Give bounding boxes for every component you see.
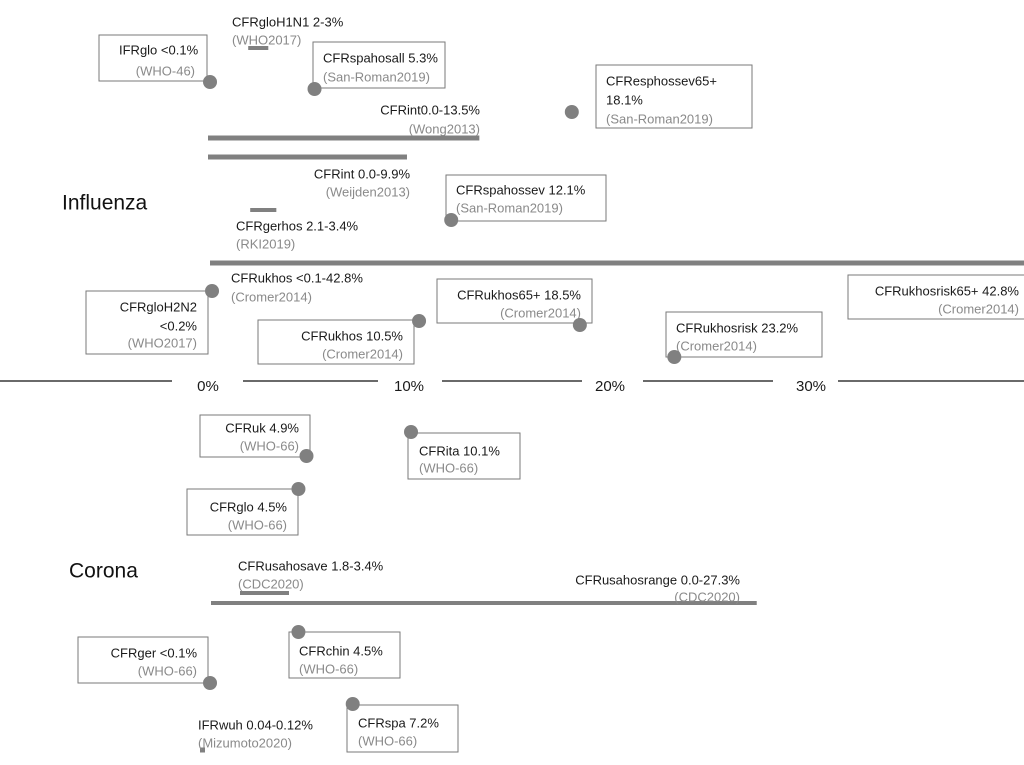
data-point [404,425,419,439]
point-source: (WHO-66) [419,460,478,475]
point-source: (WHO-66) [138,663,197,678]
range-label: CFRgerhos 2.1-3.4% [236,218,359,233]
point-label: CFRukhosrisk65+ 42.8% [875,283,1020,298]
annotation-box [436,278,593,324]
annotation-box [407,432,521,480]
point-label: 18.1% [606,92,643,107]
annotation-box [85,290,209,355]
data-point [291,625,306,639]
point-label: CFRglo 4.5% [210,499,288,514]
data-point [444,213,459,227]
x-tick-label: 10% [394,378,424,395]
range-source: (Weijden2013) [326,184,410,199]
range-label: CFRusahosrange 0.0-27.3% [575,572,740,587]
annotation-box [77,636,209,684]
point-source: (WHO-66) [299,661,358,676]
group-title-corona: Corona [69,560,138,583]
annotation-box [665,311,823,358]
point-label: CFRchin 4.5% [299,643,383,658]
annotation-box [257,319,415,365]
annotation-box [595,64,753,129]
range-label: IFRwuh 0.04-0.12% [198,717,313,732]
point-label: <0.2% [160,318,198,333]
point-source: (San-Roman2019) [456,200,563,215]
x-axis: 0% 10% 20% 30% [0,378,1024,395]
point-label: CFRspahosall 5.3% [323,50,438,65]
point-label: CFRspa 7.2% [358,715,439,730]
point-source: (San-Roman2019) [606,111,713,126]
data-point [203,75,218,89]
point-label: CFRgloH2N2 [120,299,197,314]
point-label: CFRita 10.1% [419,443,500,458]
point-source: (Cromer2014) [676,338,757,353]
data-point [667,350,682,364]
annotation-box [847,274,1024,320]
data-point [564,105,579,119]
point-label: IFRglo <0.1% [119,42,199,57]
point-label: CFRukhos 10.5% [301,328,403,343]
data-point [299,449,314,463]
point-label: CFRukhos65+ 18.5% [457,287,581,302]
range-label: CFRgloH1N1 2-3% [232,14,344,29]
point-source: (Cromer2014) [938,301,1019,316]
point-label: CFResphossev65+ [606,73,717,88]
range-label: CFRint0.0-13.5% [380,102,480,117]
annotation-box [199,414,311,458]
data-point [572,318,587,332]
point-source: (San-Roman2019) [323,69,430,84]
x-tick-label: 30% [796,378,826,395]
annotation-box [346,704,459,753]
range-label: CFRukhos <0.1-42.8% [231,270,363,285]
point-source: (Cromer2014) [500,305,581,320]
point-source: (WHO-66) [358,733,417,748]
annotation-box [186,488,299,536]
annotation-box [98,34,208,82]
range-bars [200,46,1024,753]
point-source: (WHO-66) [240,438,299,453]
data-point [412,314,427,328]
data-point [205,284,220,298]
point-source: (WHO2017) [128,335,197,350]
data-point [203,676,218,690]
range-label: CFRint 0.0-9.9% [314,166,411,181]
data-point [307,82,322,96]
range-source: (Mizumoto2020) [198,735,292,750]
annotation-box [445,174,607,222]
range-source: (Cromer2014) [231,289,312,304]
point-source: (WHO-46) [136,63,195,78]
range-source: (WHO2017) [232,32,301,47]
data-point [345,697,360,711]
range-label: CFRusahosave 1.8-3.4% [238,558,384,573]
range-source: (Wong2013) [409,121,480,136]
point-source: (WHO-66) [228,517,287,532]
range-source: (CDC2020) [238,576,304,591]
data-point [291,482,306,496]
annotation-box [288,631,401,679]
point-label: CFRger <0.1% [111,645,198,660]
annotation-box [312,41,446,89]
x-tick-label: 0% [197,378,219,395]
x-tick-label: 20% [595,378,625,395]
annotation-boxes [77,34,1024,753]
point-source: (Cromer2014) [322,346,403,361]
point-label: CFRspahossev 12.1% [456,182,586,197]
point-label: CFRukhosrisk 23.2% [676,320,799,335]
range-source: (CDC2020) [674,589,740,604]
group-title-influenza: Influenza [62,192,148,215]
point-markers [203,75,682,711]
range-source: (RKI2019) [236,236,295,251]
point-label: CFRuk 4.9% [225,420,299,435]
